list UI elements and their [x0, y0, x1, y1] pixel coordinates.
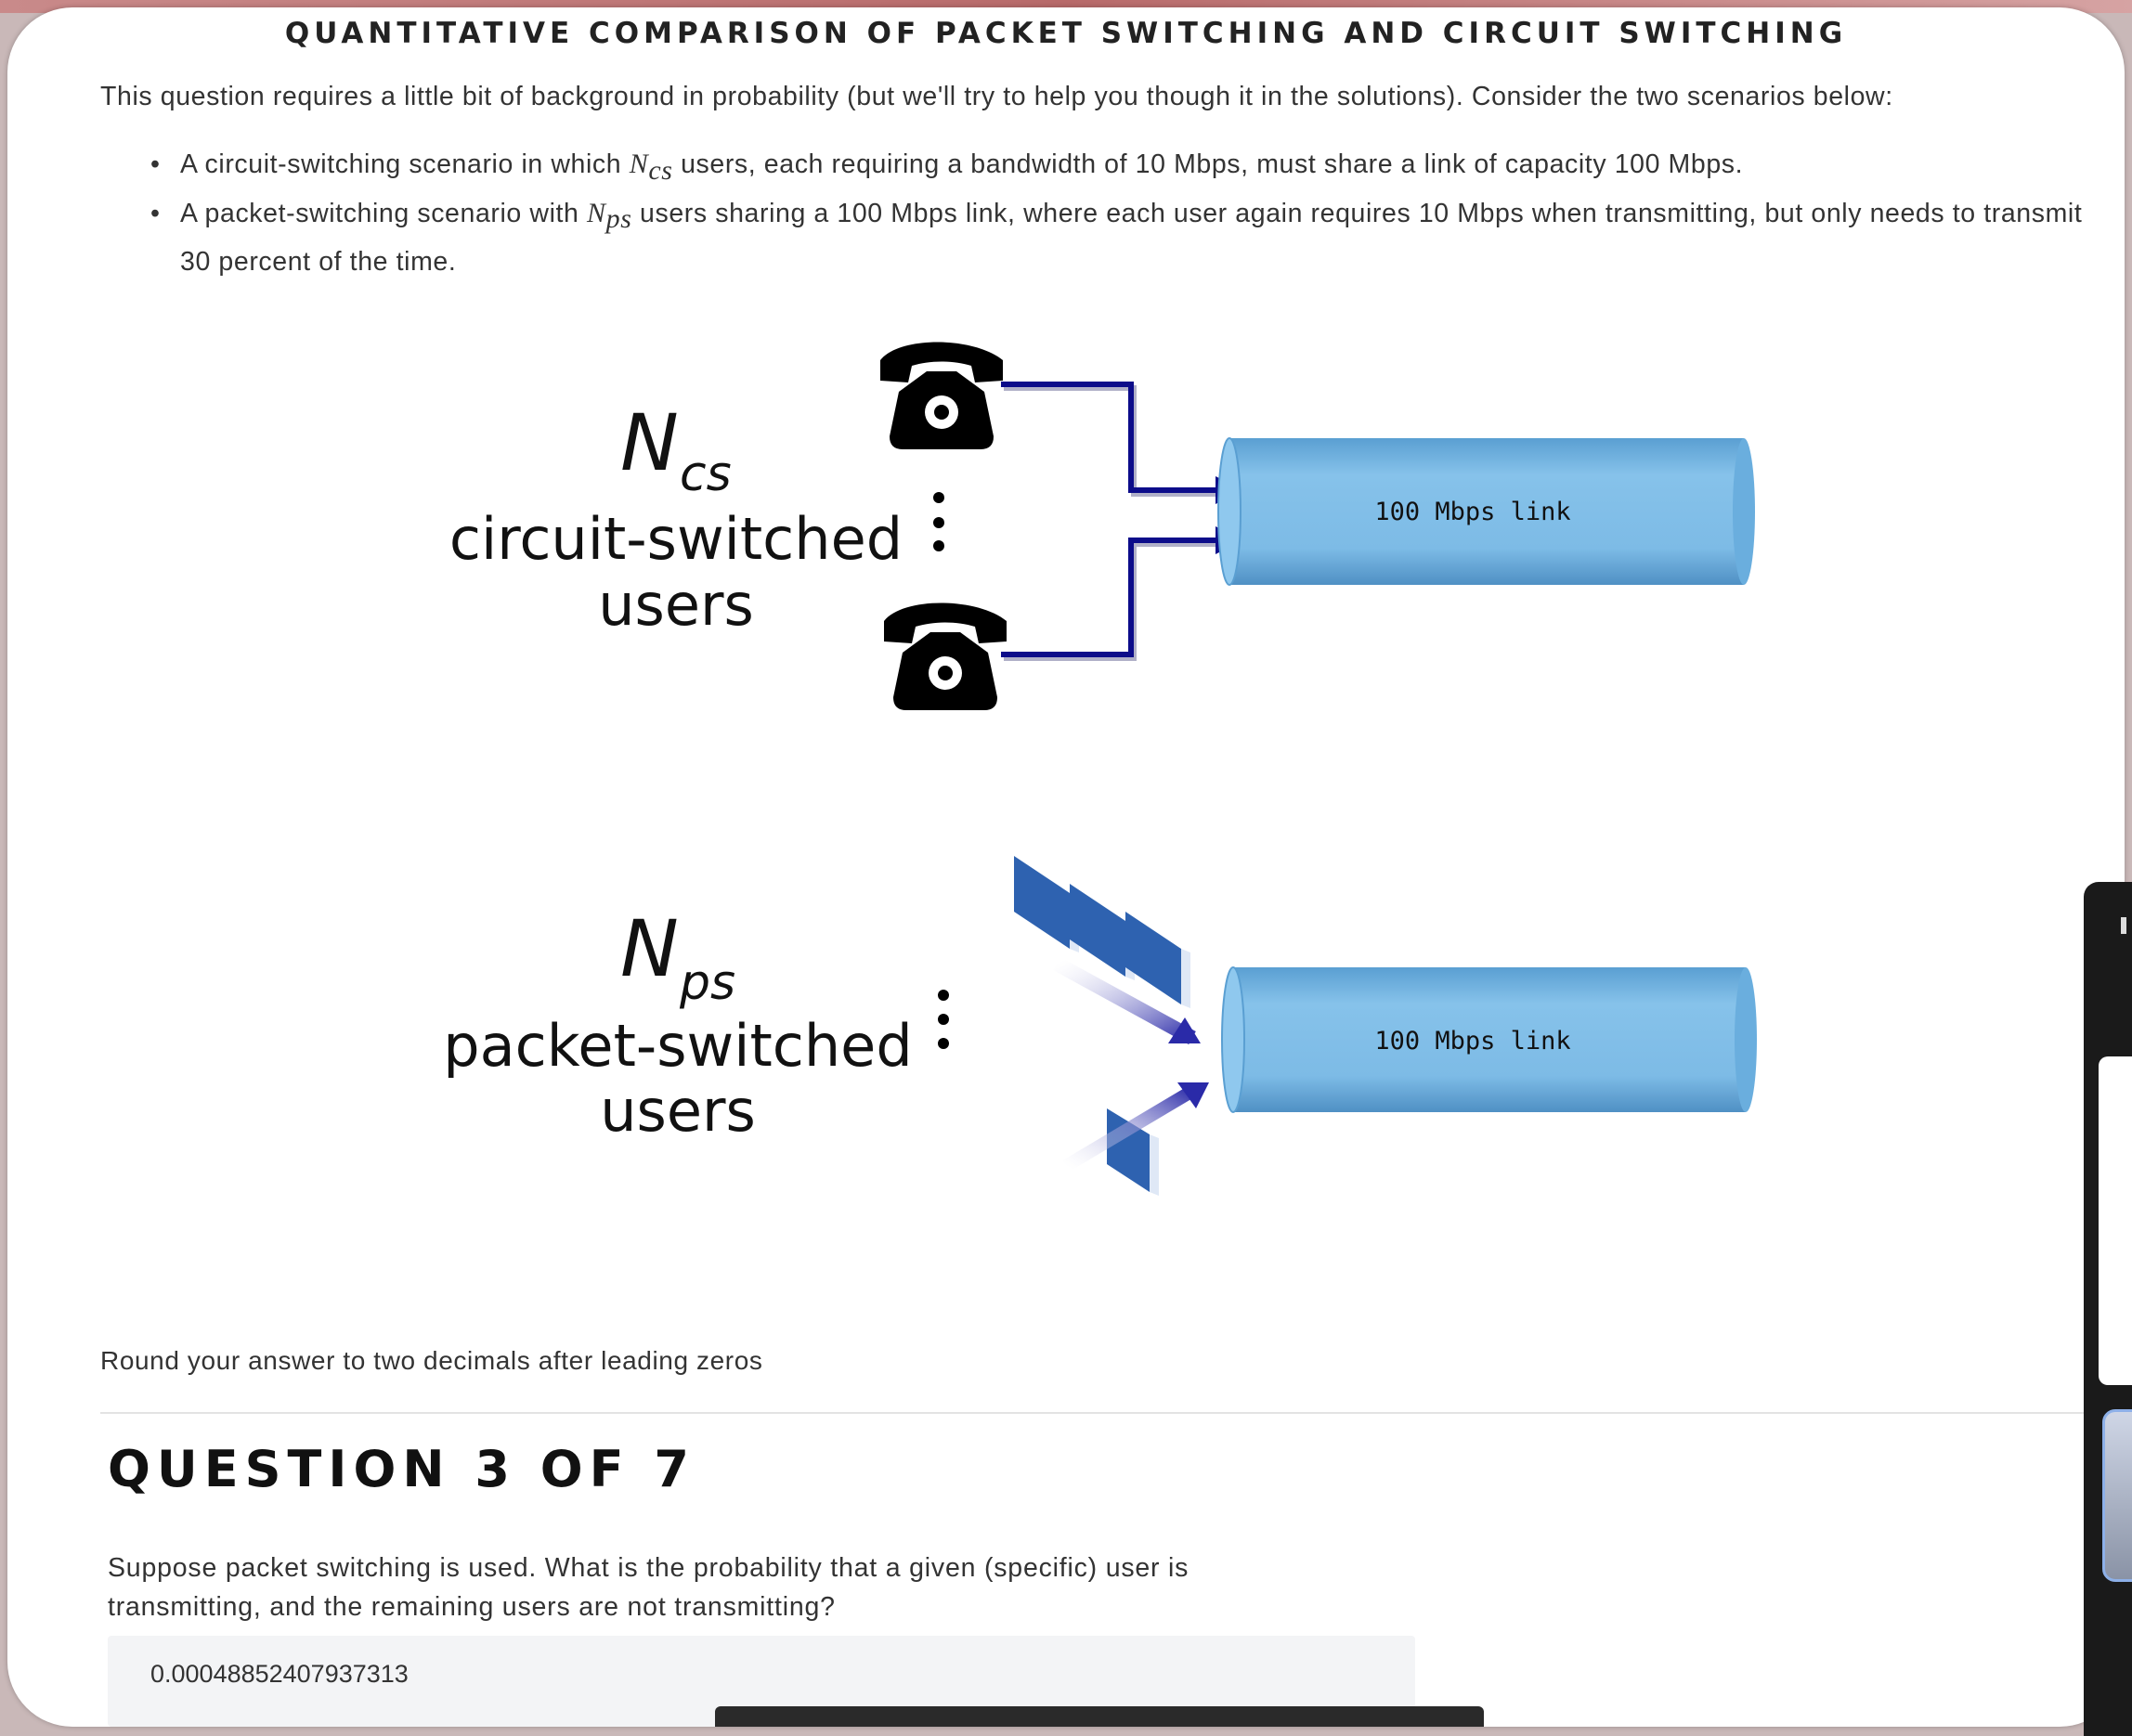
circuit-label-line2: users	[598, 571, 754, 639]
intro-text: This question requires a little bit of b…	[100, 82, 1893, 111]
circuit-path-bottom	[1004, 541, 1245, 661]
packet-arrow-in	[1053, 956, 1196, 1045]
telephone-icon	[884, 602, 1007, 710]
telephone-icon	[880, 342, 1003, 449]
question-card: QUANTITATIVE COMPARISON OF PACKET SWITCH…	[7, 7, 2125, 1727]
scenario-list: A circuit-switching scenario in which Nc…	[147, 145, 2087, 281]
switching-diagram: N cs circuit-switched users	[443, 342, 1757, 1196]
packet-icon	[1014, 856, 1190, 1008]
question-heading: QUESTION 3 OF 7	[108, 1440, 696, 1498]
packet-arrow-in-head	[1168, 1017, 1201, 1043]
side-panel	[2084, 882, 2132, 1736]
packet-arrow-out	[1062, 1083, 1198, 1172]
packet-arrow-out-head	[1177, 1082, 1209, 1108]
circuit-path-bottom	[1001, 526, 1243, 657]
packet-link-cylinder: 100 Mbps link	[1221, 966, 1757, 1113]
list-item: A circuit-switching scenario in which Nc…	[147, 145, 2087, 194]
page-title: QUANTITATIVE COMPARISON OF PACKET SWITCH…	[284, 17, 1848, 50]
answer-input[interactable]	[150, 1660, 1358, 1689]
side-panel-mark	[2121, 917, 2126, 934]
bottom-toolbar	[715, 1706, 1484, 1727]
vertical-ellipsis-icon	[933, 492, 944, 551]
circuit-var: N	[620, 397, 679, 488]
circuit-sub: cs	[680, 447, 732, 502]
circuit-path-top	[1004, 385, 1245, 497]
side-panel-content	[2099, 1056, 2132, 1385]
section-divider	[100, 1412, 2106, 1414]
packet-var: N	[620, 903, 679, 994]
vertical-ellipsis-icon	[938, 990, 949, 1049]
circuit-link-label: 100 Mbps link	[1374, 498, 1570, 526]
round-note: Round your answer to two decimals after …	[100, 1346, 763, 1375]
packet-sub: ps	[679, 955, 735, 1011]
side-panel-thumbnail[interactable]	[2102, 1409, 2132, 1582]
packet-label-line2: users	[600, 1077, 756, 1145]
packet-link-label: 100 Mbps link	[1374, 1027, 1570, 1056]
circuit-path-top	[1001, 382, 1243, 504]
list-item: A packet-switching scenario with Nps use…	[147, 194, 2087, 282]
circuit-label-line1: circuit-switched	[449, 505, 903, 573]
circuit-link-cylinder: 100 Mbps link	[1217, 437, 1755, 586]
question-text: Suppose packet switching is used. What i…	[108, 1553, 1190, 1622]
packet-label-line1: packet-switched	[443, 1012, 912, 1080]
